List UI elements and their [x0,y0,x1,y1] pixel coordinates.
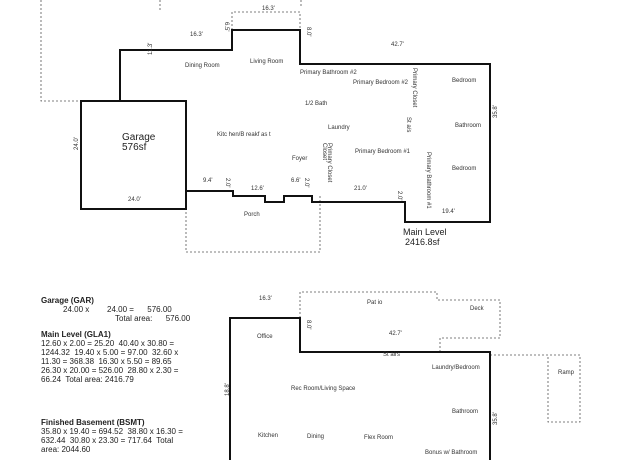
garage-calc-total: Total area: 576.00 [115,314,191,323]
basement-outline [229,317,491,460]
basement-calc-line: area: 2044.60 [41,445,91,454]
room-closet: Closet [321,143,327,160]
room-laundry-bedroom: Laundry/Bedroom [432,365,480,371]
dim-label: 2.0' [303,178,309,188]
dim-label: 19.4' [442,209,455,215]
dim-label: 2.0' [224,178,230,188]
dashed-outlines [40,0,321,253]
main-calc-line: 1244.32 19.40 x 5.00 = 97.00 32.60 x [41,348,179,357]
room-bathroom: Bathroom [455,123,481,129]
main-calc-line: 12.60 x 2.00 = 25.20 40.40 x 30.80 = [41,339,174,348]
dim-label: 2.0' [396,191,402,201]
garage-outline [80,100,187,210]
main-calc-line: 11.30 = 368.38 16.30 x 5.50 = 89.65 [41,357,172,366]
dim-label: 24.0' [128,197,141,203]
main-level-area: 2416.8sf [405,237,440,247]
room-dining-room: Dining Room [185,63,220,69]
main-level-title: Main Level [403,227,447,237]
garage-title: Garage [122,132,156,143]
room-living-room: Living Room [250,59,283,65]
garage-calc-line: 24.00 x 24.00 = 576.00 [63,305,172,314]
main-level-dimensions: 16.3' 16.3' 6.5' 8.0' 42.7' 11.3' 24.0' … [74,6,499,215]
room-kitchen-breakfast: Kitc hen/B reakf as t [217,132,271,138]
garage-calculation: Garage (GAR) 24.00 x 24.00 = 576.00 Tota… [41,296,221,323]
room-kitchen-basement: Kitchen [258,433,278,439]
main-calc-line: 26.30 x 20.00 = 526.00 28.80 x 2.30 = [41,366,179,375]
room-rec-room: Rec Room/Living Space [291,386,356,392]
dim-label: 18.8' [225,383,231,396]
basement-calculation: Finished Basement (BSMT) 35.80 x 19.40 =… [41,418,221,454]
dim-label: 21.0' [354,186,367,192]
room-laundry: Laundry [328,125,350,131]
main-calc-line: 66.24 Total area: 2416.79 [41,375,134,384]
room-foyer: Foyer [292,156,307,162]
dim-label: 6.6' [291,178,301,184]
room-office: Office [257,334,273,340]
dim-label: 24.0' [74,137,80,150]
dim-label: 16.3' [190,32,203,38]
room-bonus: Bonus w/ Bathroom [425,450,477,456]
dim-label: 9.4' [203,178,213,184]
room-ramp: Ramp [558,370,575,376]
dim-label: 16.3' [262,6,275,12]
dim-label: 42.7' [391,42,404,48]
room-primary-bathroom-1: Primary Bathroom #1 [425,152,431,209]
dim-label: 12.6' [251,186,264,192]
basement-dimensions: 16.3' 8.0' 42.7' 18.8' 35.8' [225,296,499,425]
room-primary-closet-top: Primary Closet [411,68,417,108]
room-bathroom-basement: Bathroom [452,409,478,415]
garage-calc-title: Garage (GAR) [41,296,94,305]
dim-label: 8.0' [305,27,311,37]
room-primary-bedroom-2: Primary Bedroom #2 [353,80,409,86]
dim-label: 35.8' [493,105,499,118]
garage-area: 576sf [122,142,147,153]
room-stairs: St airs [383,352,400,358]
main-level-outline [119,29,491,223]
main-level-calculation: Main Level (GLA1) 12.60 x 2.00 = 25.20 4… [41,330,221,384]
basement-calc-title: Finished Basement (BSMT) [41,418,145,427]
room-primary-bathroom-2: Primary Bathroom #2 [300,70,357,76]
room-flex: Flex Room [364,435,393,441]
room-primary-closet-mid: Primary Closet [326,143,332,183]
dim-label: 35.8' [493,412,499,425]
room-deck: Deck [470,306,485,312]
room-bedroom-a: Bedroom [452,78,476,84]
dim-label: 6.5' [223,22,229,32]
basement-dashed [299,291,581,423]
room-walk-in-closet: St a/s [405,117,411,132]
room-dining-basement: Dining [307,434,324,440]
dim-label: 16.3' [259,296,272,302]
main-calc-title: Main Level (GLA1) [41,330,111,339]
room-porch: Porch [244,212,260,218]
basement-calc-line: 632.44 30.80 x 23.30 = 717.64 Total [41,436,174,445]
dim-label: 42.7' [389,331,402,337]
room-bedroom-b: Bedroom [452,166,476,172]
room-primary-bedroom-1: Primary Bedroom #1 [355,149,411,155]
basement-calc-line: 35.80 x 19.40 = 694.52 38.80 x 16.30 = [41,427,183,436]
room-half-bath: 1/2 Bath [305,101,327,107]
dim-label: 11.3' [148,43,154,55]
room-patio: Pat io [367,300,383,306]
dim-label: 8.0' [305,320,311,330]
